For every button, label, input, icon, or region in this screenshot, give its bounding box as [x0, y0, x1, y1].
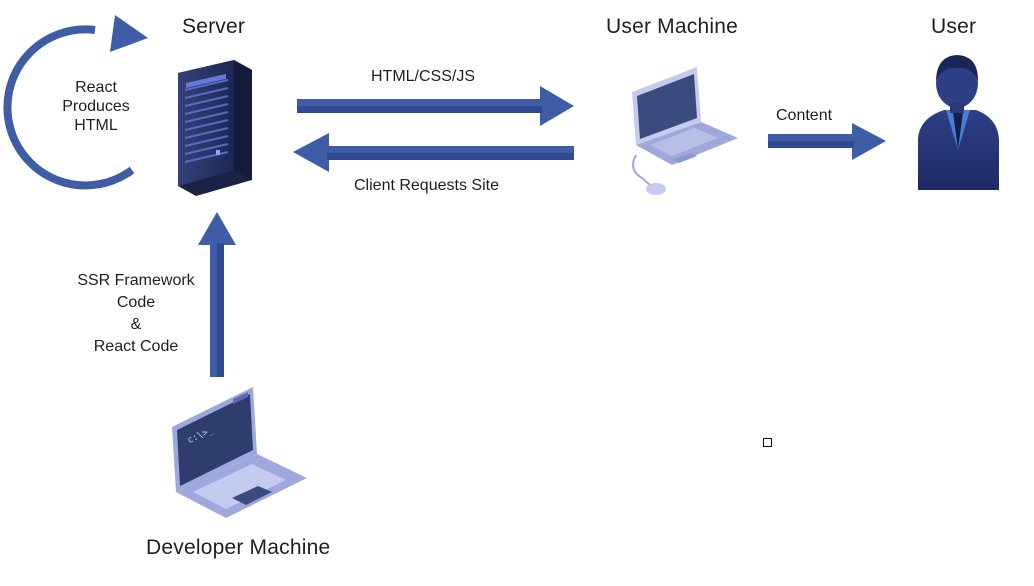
deploy-label-line: Code: [116, 294, 156, 311]
response-arrow: [297, 86, 574, 126]
developer-machine-title: Developer Machine: [146, 536, 331, 559]
loop-arrow: [3, 15, 148, 190]
loop-label-line: Produces: [62, 98, 130, 116]
response-label: HTML/CSS/JS: [371, 68, 476, 85]
content-label: Content: [776, 107, 833, 124]
deploy-label-line: React Code: [93, 338, 179, 355]
loop-label-line: HTML: [74, 117, 118, 135]
content-arrow: [768, 123, 886, 160]
user-avatar-icon: [918, 55, 999, 190]
user-laptop-icon: [632, 67, 738, 195]
server-title: Server: [182, 15, 246, 38]
small-square-marker: [763, 438, 772, 447]
request-label: Client Requests Site: [354, 177, 499, 194]
loop-label-line: React: [75, 79, 117, 96]
deploy-arrow: [198, 212, 236, 377]
deploy-label: SSR Framework Code & React Code: [66, 270, 206, 358]
deploy-label-line: &: [130, 316, 142, 333]
user-title: User: [931, 15, 977, 38]
request-arrow: [293, 133, 574, 172]
user-machine-title: User Machine: [606, 15, 738, 38]
deploy-label-line: SSR Framework: [77, 272, 195, 289]
loop-label: React Produces HTML: [40, 78, 152, 136]
server-rack-icon: [178, 60, 252, 196]
developer-laptop-icon: [172, 387, 307, 518]
